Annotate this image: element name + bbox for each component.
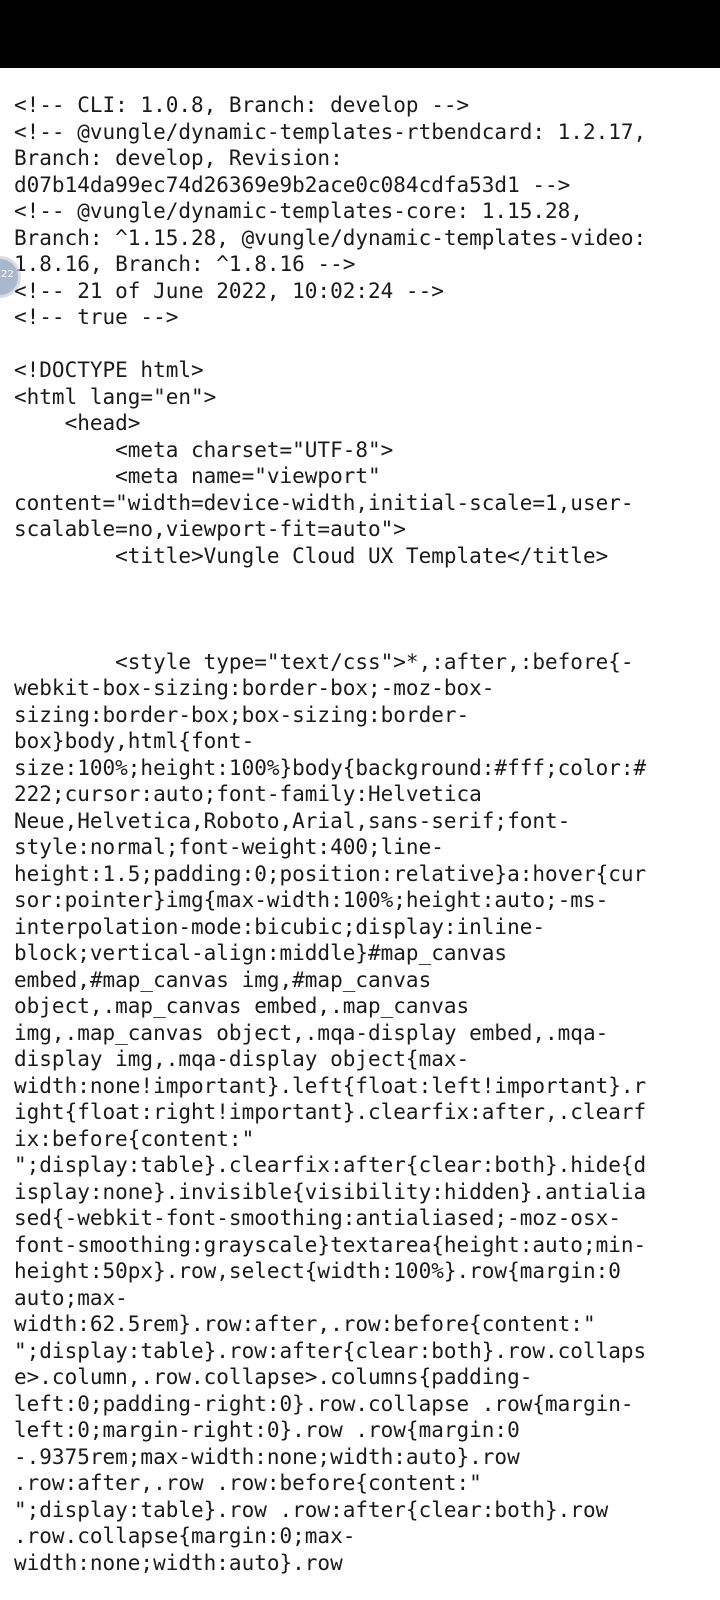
code-line: font-smoothing:grayscale}textarea{height… (14, 1232, 647, 1257)
code-line: height:1.5;padding:0;position:relative}a… (14, 861, 647, 886)
code-line: <head> (14, 411, 141, 435)
code-line: 1.8.16, Branch: ^1.8.16 --> (14, 252, 356, 276)
scroll-handle-label: 22 (1, 269, 14, 280)
code-line: box}body,html{font- (14, 729, 255, 753)
code-line (14, 569, 678, 596)
code-line: sizing:border-box;box-sizing:border- (14, 702, 470, 727)
code-line: <style type="text/css">*,:after,:before{… (14, 649, 634, 674)
code-line: ix:before{content:" (14, 1126, 255, 1151)
code-line: Neue,Helvetica,Roboto,Arial,sans-serif;f… (14, 808, 571, 833)
code-line: e>.column,.row.collapse>.columns{padding… (14, 1365, 533, 1389)
code-line: <!-- 21 of June 2022, 10:02:24 --> (14, 278, 444, 303)
code-line: width:62.5rem}.row:after,.row:before{con… (14, 1312, 596, 1336)
code-line: .row.collapse{margin:0;max- (14, 1524, 356, 1548)
code-line: Branch: ^1.15.28, @vungle/dynamic-templa… (14, 225, 647, 250)
code-line: d07b14da99ec74d26369e9b2ace0c084cdfa53d1… (14, 172, 571, 197)
code-line: interpolation-mode:bicubic;display:inlin… (14, 914, 546, 939)
code-line (14, 622, 678, 649)
status-bar (0, 0, 720, 68)
code-line: ";display:table}.clearfix:after{clear:bo… (14, 1153, 647, 1177)
code-line: left:0;margin-right:0}.row .row{margin:0 (14, 1418, 520, 1442)
code-line: <meta name="viewport" (14, 464, 381, 488)
fast-scroll-handle[interactable]: 22 (0, 259, 18, 295)
code-line: <!-- true --> (14, 305, 179, 329)
code-line: height:50px}.row,select{width:100%}.row{… (14, 1259, 621, 1283)
source-view[interactable]: <!-- CLI: 1.0.8, Branch: develop --><!--… (0, 68, 720, 1600)
code-line: <!-- CLI: 1.0.8, Branch: develop --> (14, 93, 470, 117)
code-line: img,.map_canvas object,.mqa-display embe… (14, 1020, 609, 1045)
code-line: embed,#map_canvas img,#map_canvas (14, 967, 432, 992)
code-line: isplay:none}.invisible{visibility:hidden… (14, 1179, 647, 1204)
code-line: ";display:table}.row .row:after{clear:bo… (14, 1497, 609, 1522)
code-line: ight{float:right!important}.clearfix:aft… (14, 1100, 647, 1124)
code-line: .row:after,.row .row:before{content:" (14, 1471, 482, 1495)
code-line: width:none;width:auto}.row (14, 1550, 343, 1575)
code-line: <!-- @vungle/dynamic-templates-rtbendcar… (14, 119, 647, 144)
code-line: auto;max- (14, 1285, 128, 1310)
code-line: sor:pointer}img{max-width:100%;height:au… (14, 888, 609, 912)
code-line: ";display:table}.row:after{clear:both}.r… (14, 1338, 647, 1363)
code-line: webkit-box-sizing:border-box;-moz-box- (14, 676, 495, 700)
code-line: <!DOCTYPE html> (14, 358, 204, 382)
code-line: <html lang="en"> (14, 384, 217, 409)
code-line: -.9375rem;max-width:none;width:auto}.row (14, 1444, 520, 1469)
code-line: content="width=device-width,initial-scal… (14, 490, 634, 515)
code-line: scalable=no,viewport-fit=auto"> (14, 517, 406, 541)
code-line (14, 331, 678, 358)
code-line: <!-- @vungle/dynamic-templates-core: 1.1… (14, 199, 583, 223)
code-line: object,.map_canvas embed,.map_canvas (14, 994, 470, 1018)
code-line: sed{-webkit-font-smoothing:antialiased;-… (14, 1206, 621, 1230)
code-line: <title>Vungle Cloud UX Template</title> (14, 543, 609, 568)
code-line: 222;cursor:auto;font-family:Helvetica (14, 782, 482, 806)
code-line: size:100%;height:100%}body{background:#f… (14, 755, 647, 780)
code-line: width:none!important}.left{float:left!im… (14, 1073, 647, 1098)
code-line: style:normal;font-weight:400;line- (14, 835, 444, 859)
code-line: <meta charset="UTF-8"> (14, 437, 394, 462)
code-line: Branch: develop, Revision: (14, 146, 343, 170)
source-code: <!-- CLI: 1.0.8, Branch: develop --><!--… (0, 68, 692, 1576)
code-line: display img,.mqa-display object{max- (14, 1047, 470, 1071)
code-line: left:0;padding-right:0}.row.collapse .ro… (14, 1391, 634, 1416)
code-line (14, 596, 678, 623)
code-line: block;vertical-align:middle}#map_canvas (14, 941, 508, 965)
